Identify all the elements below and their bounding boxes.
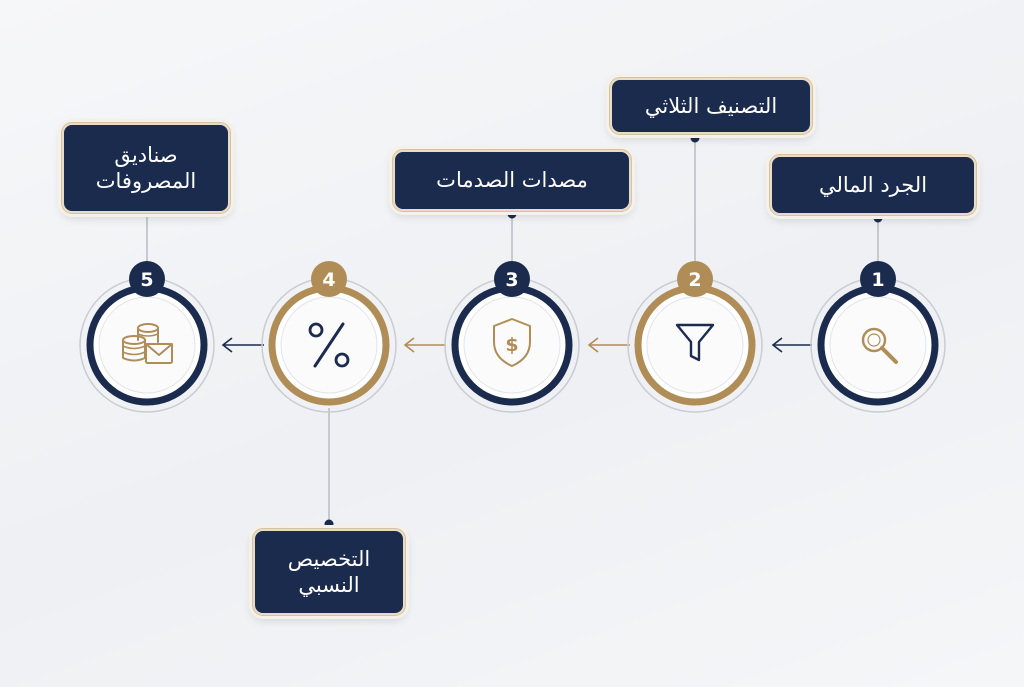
step-number-2: 2 xyxy=(688,269,701,291)
connector-dot-step-1 xyxy=(873,213,883,223)
arrow-4-to-5 xyxy=(221,337,264,353)
step-number-3: 3 xyxy=(505,269,518,291)
coins-envelope-icon xyxy=(122,323,173,364)
funnel-icon xyxy=(675,323,715,362)
step-label-4: التخصيص النسبي xyxy=(252,528,406,616)
arrow-3-to-4 xyxy=(403,337,446,353)
flow-arrows xyxy=(221,337,812,353)
step-label-1: الجرد المالي xyxy=(769,154,977,216)
arrow-1-to-2 xyxy=(771,337,812,353)
step-label-2: التصنيف الثلاثي xyxy=(609,77,813,135)
step-badge-5 xyxy=(129,261,165,297)
shield-dollar-icon: $ xyxy=(493,318,531,367)
step-number-5: 5 xyxy=(140,269,153,291)
step-number-4: 4 xyxy=(322,269,335,291)
step-node-3: $ 3 xyxy=(444,261,580,413)
connector-dot-step-3 xyxy=(507,209,517,219)
connector-dot-step-4 xyxy=(324,519,334,529)
step-node-5: 5 xyxy=(79,261,215,413)
connector-dot-step-2 xyxy=(690,133,700,143)
step-badge-4 xyxy=(311,261,347,297)
step-label-3: مصدات الصدمات xyxy=(392,149,632,212)
arrow-2-to-3 xyxy=(587,337,630,353)
connectors xyxy=(146,133,883,529)
step-number-1: 1 xyxy=(871,269,884,291)
step-badge-3 xyxy=(494,261,530,297)
magnifier-icon xyxy=(861,327,898,364)
step-label-5: صناديق المصروفات xyxy=(61,122,231,214)
svg-text:$: $ xyxy=(505,334,518,356)
step-node-4: 4 xyxy=(261,261,397,413)
step-node-2: 2 xyxy=(627,261,763,413)
percent-icon xyxy=(308,322,350,368)
step-node-1: 1 xyxy=(810,261,946,413)
step-badge-2 xyxy=(677,261,713,297)
step-badge-1 xyxy=(860,261,896,297)
